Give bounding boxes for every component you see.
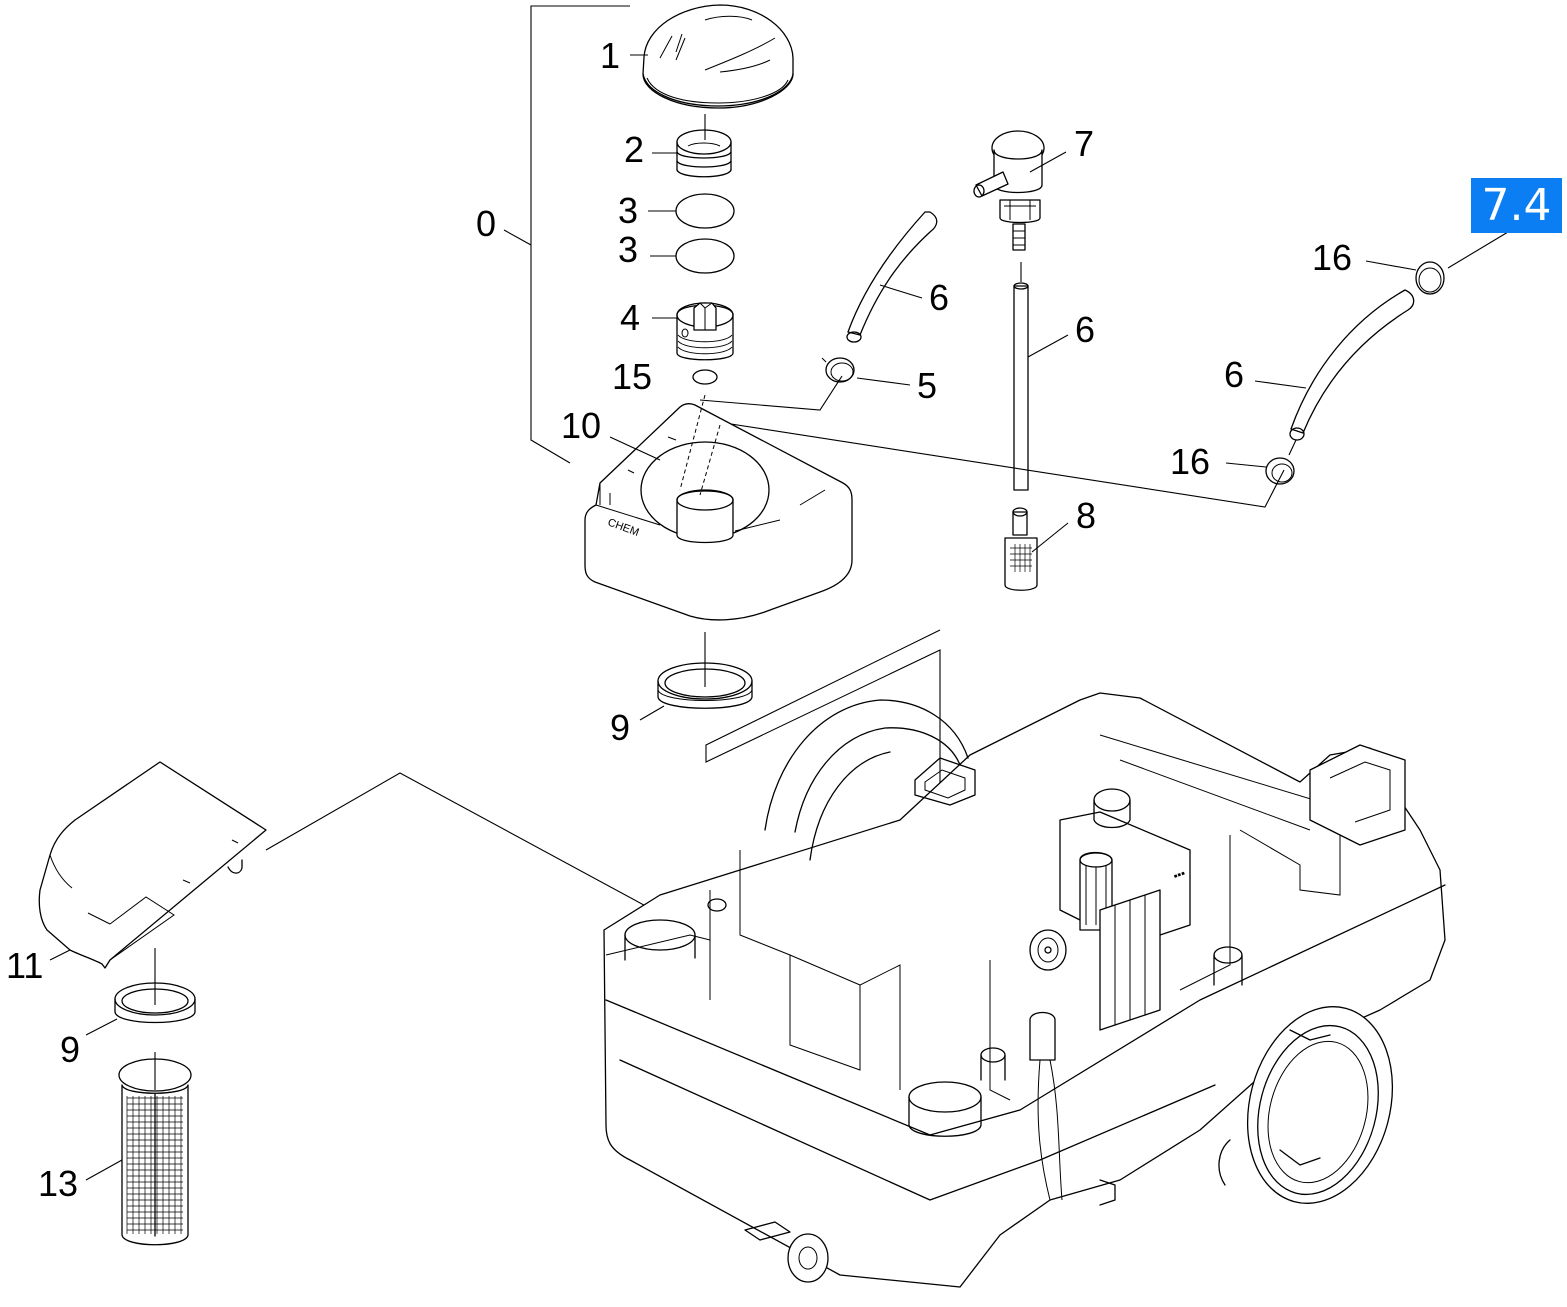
part-threaded-insert[interactable] <box>676 302 734 361</box>
part-ring-seal-lower[interactable] <box>114 948 196 1024</box>
part-cap[interactable] <box>642 4 794 109</box>
part-strainer-basket[interactable] <box>118 1052 192 1246</box>
callout-8[interactable]: 8 <box>1076 495 1096 536</box>
part-suction-filter[interactable] <box>1004 507 1038 591</box>
part-small-o-ring[interactable] <box>692 369 718 385</box>
part-hose-clamp-5[interactable] <box>821 357 855 383</box>
callout-13[interactable]: 13 <box>38 1163 78 1204</box>
callout-16-upper[interactable]: 16 <box>1312 237 1352 278</box>
strainer-mesh <box>126 1093 183 1237</box>
part-hose-curved[interactable] <box>846 211 938 343</box>
leader-lines <box>49 54 1509 1181</box>
callout-6-curved[interactable]: 6 <box>929 277 949 318</box>
pump-label-mark: ▪▪▪ <box>1172 868 1187 883</box>
part-tank-lid[interactable]: CHEM <box>584 394 853 621</box>
callout-15[interactable]: 15 <box>612 356 652 397</box>
part-cover[interactable] <box>38 761 267 969</box>
callout-10[interactable]: 10 <box>561 405 601 446</box>
part-valve[interactable] <box>973 130 1045 251</box>
callout-1[interactable]: 1 <box>600 35 620 76</box>
callout-2[interactable]: 2 <box>624 129 644 170</box>
part-o-ring-upper[interactable] <box>675 193 735 229</box>
part-hose-clamp-16-upper[interactable] <box>1415 261 1445 295</box>
part-ring-seal-upper[interactable] <box>657 632 753 709</box>
callout-9-lower[interactable]: 9 <box>60 1029 80 1070</box>
callout-3-lower[interactable]: 3 <box>618 229 638 270</box>
callout-9-upper[interactable]: 9 <box>610 707 630 748</box>
callout-6-straight[interactable]: 6 <box>1075 309 1095 350</box>
reference-badge[interactable]: 7.4 <box>1471 178 1562 233</box>
part-hose-clamp-16-lower[interactable] <box>1265 457 1295 485</box>
callout-6-right[interactable]: 6 <box>1224 354 1244 395</box>
callout-11[interactable]: 11 <box>6 945 43 986</box>
part-hose-straight[interactable] <box>1013 262 1029 491</box>
callout-3-upper[interactable]: 3 <box>618 190 638 231</box>
group-bracket-0 <box>530 5 630 464</box>
part-o-ring-lower[interactable] <box>675 238 735 274</box>
callout-4[interactable]: 4 <box>620 297 640 338</box>
callout-7[interactable]: 7 <box>1074 123 1094 164</box>
callout-16-lower[interactable]: 16 <box>1170 441 1210 482</box>
callout-5[interactable]: 5 <box>917 365 937 406</box>
part-hose-right[interactable] <box>1289 289 1415 441</box>
callout-0[interactable]: 0 <box>476 203 496 244</box>
part-spring[interactable] <box>676 114 732 178</box>
callouts: 0 1 2 3 3 4 15 5 6 6 6 7 8 9 9 10 11 13 … <box>6 35 1352 1204</box>
machine-body: ▪▪▪ <box>603 692 1446 1288</box>
